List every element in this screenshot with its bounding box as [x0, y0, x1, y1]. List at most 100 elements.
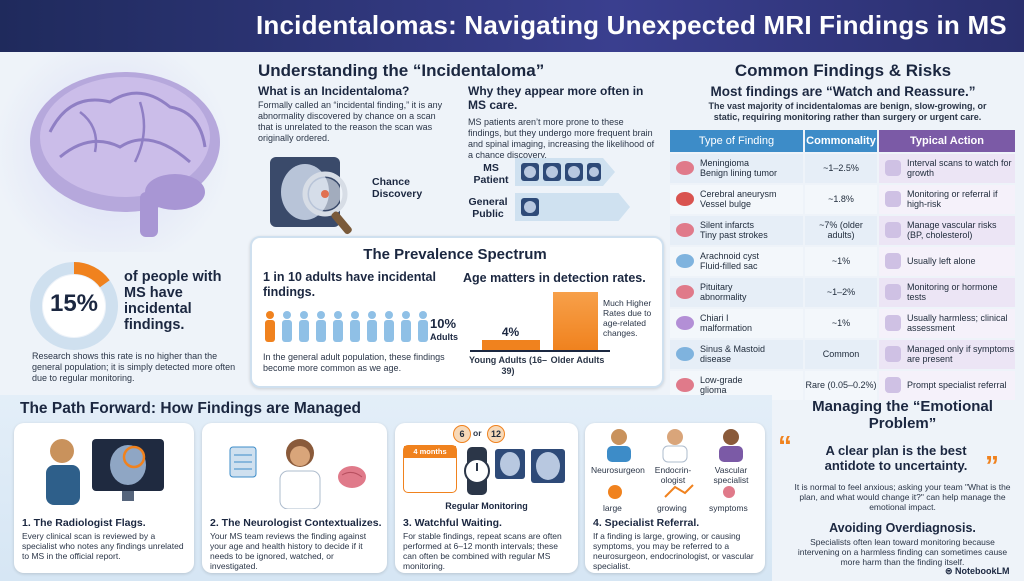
finding-action-cell: Interval scans to watch for growth: [879, 153, 1015, 183]
finding-action: Managed only if symptoms are present: [907, 344, 1015, 365]
finding-commonality-cell: ~1%: [805, 308, 877, 338]
brand-label: ⊜ NotebookLM: [945, 566, 1010, 577]
action-icon: [885, 191, 901, 208]
finding-commonality: ~7% (older adults): [819, 220, 863, 241]
emotional-quote: A clear plan is the best antidote to unc…: [824, 443, 968, 473]
overdiagnosis-heading: Avoiding Overdiagnosis.: [829, 521, 976, 535]
percent-value: 15%: [49, 290, 99, 317]
finding-commonality-cell: Rare (0.05–0.2%): [805, 370, 877, 400]
finding-action-cell: Manage vascular risks (BP, cholesterol): [879, 215, 1015, 245]
step-2-body: Your MS team reviews the finding against…: [210, 531, 367, 571]
findings-table-header: Type of Finding Commonality Typical Acti…: [670, 130, 1015, 152]
finding-name: Sinus & Mastoid: [700, 344, 766, 355]
trigger-symptoms: symptoms: [709, 503, 748, 513]
stat-label: of people with MS have incidental findin…: [124, 269, 222, 333]
finding-icon: [676, 161, 694, 176]
higher-note: Much Higher Rates due to age-related cha…: [603, 298, 652, 338]
finding-sub: Tiny past strokes: [700, 230, 768, 241]
page-title: Incidentalomas: Navigating Unexpected MR…: [256, 10, 1007, 40]
chance-discovery-label: Chance Discovery: [372, 176, 423, 200]
finding-commonality-cell: ~1%: [805, 246, 877, 276]
bar-older: [553, 292, 598, 350]
stat-note: Research shows this rate is no higher th…: [32, 351, 236, 383]
finding-icon: [676, 223, 694, 238]
step-3-title: 3. Watchful Waiting.: [403, 517, 502, 529]
percent-ring: 15%: [28, 260, 120, 352]
finding-sub: abnormality: [700, 292, 747, 303]
general-public-scan-arrow: [515, 193, 630, 221]
trigger-large: large: [603, 503, 622, 513]
step-card-3: 6 or 12 4 months Regular Monitoring 3. W…: [395, 423, 578, 573]
calendar-label: 4 months: [404, 446, 456, 458]
findings-table: Type of Finding Commonality Typical Acti…: [670, 130, 1015, 400]
brand-text: NotebookLM: [955, 566, 1010, 576]
finding-name: Pituitary: [700, 282, 733, 293]
finding-sub: malformation: [700, 323, 753, 334]
regular-monitoring-label: Regular Monitoring: [445, 501, 528, 511]
action-icon: [885, 160, 901, 177]
bars-baseline: [470, 350, 610, 352]
ms-patient-scan-arrow: [515, 158, 615, 186]
step-2-title: 2. The Neurologist Contextualizes.: [210, 517, 382, 529]
action-icon: [885, 222, 901, 239]
calendar-icon: 4 months: [403, 445, 457, 493]
general-note: In the general adult population, these f…: [263, 352, 445, 373]
why-body: MS patients aren’t more prone to these f…: [468, 117, 655, 160]
prevalence-heading: The Prevalence Spectrum: [363, 246, 547, 263]
finding-action: Monitoring or hormone tests: [907, 282, 998, 303]
age-heading: Age matters in detection rates.: [463, 271, 646, 285]
step-1-body: Every clinical scan is reviewed by a spe…: [22, 531, 184, 561]
finding-action-cell: Prompt specialist referral: [879, 370, 1015, 400]
step-4-body: If a finding is large, growing, or causi…: [593, 531, 754, 571]
col-commonality-header: Commonality: [805, 130, 877, 152]
common-subheading: Most findings are “Watch and Reassure.”: [710, 84, 976, 99]
finding-action: Manage vascular risks (BP, cholesterol): [907, 220, 997, 241]
brand-icon: ⊜: [945, 566, 956, 576]
understanding-heading: Understanding the “Incidentaloma”: [258, 61, 545, 80]
step-3-body: For stable findings, repeat scans are of…: [403, 531, 562, 571]
step-card-4: Neurosurgeon Endocrin-ologist Vascular s…: [585, 423, 765, 573]
finding-icon: [676, 285, 694, 300]
bar-young: [482, 340, 540, 350]
col-type-header: Type of Finding: [670, 130, 803, 152]
finding-icon: [676, 316, 694, 331]
open-quote-icon: “: [778, 430, 792, 461]
title-bar: Incidentalomas: Navigating Unexpected MR…: [0, 0, 1024, 52]
finding-action-cell: Usually left alone: [879, 246, 1015, 276]
finding-commonality: ~1.8%: [828, 194, 854, 205]
finding-name: Silent infarcts: [700, 220, 755, 231]
finding-icon: [676, 254, 694, 269]
what-body: Formally called an “incidental finding,”…: [258, 100, 443, 143]
step-4-title: 4. Specialist Referral.: [593, 517, 700, 529]
finding-action-cell: Usually harmless; clinical assessment: [879, 308, 1015, 338]
why-heading: Why they appear more often in MS care.: [468, 84, 644, 112]
emotional-heading: Managing the “Emotional Problem”: [812, 398, 993, 432]
adults-label: Adults: [430, 332, 458, 342]
watch-and-scans-icon: [464, 447, 565, 495]
finding-commonality-cell: ~1–2%: [805, 277, 877, 307]
badge-12: 12: [487, 425, 505, 443]
finding-commonality: ~1%: [831, 318, 851, 329]
finding-name: Low-grade: [700, 375, 743, 386]
finding-action: Interval scans to watch for growth: [907, 158, 1012, 179]
bar-young-value: 4%: [501, 325, 520, 339]
bar-older-label: Older Adults: [550, 355, 605, 365]
badge-or: or: [473, 428, 482, 438]
overdiagnosis-body: Specialists often lean toward monitoring…: [797, 537, 1008, 567]
emotional-body: It is normal to feel anxious; asking you…: [794, 482, 1011, 512]
radiologist-illustration: [46, 439, 164, 505]
finding-name: Cerebral aneurysm: [700, 189, 777, 200]
